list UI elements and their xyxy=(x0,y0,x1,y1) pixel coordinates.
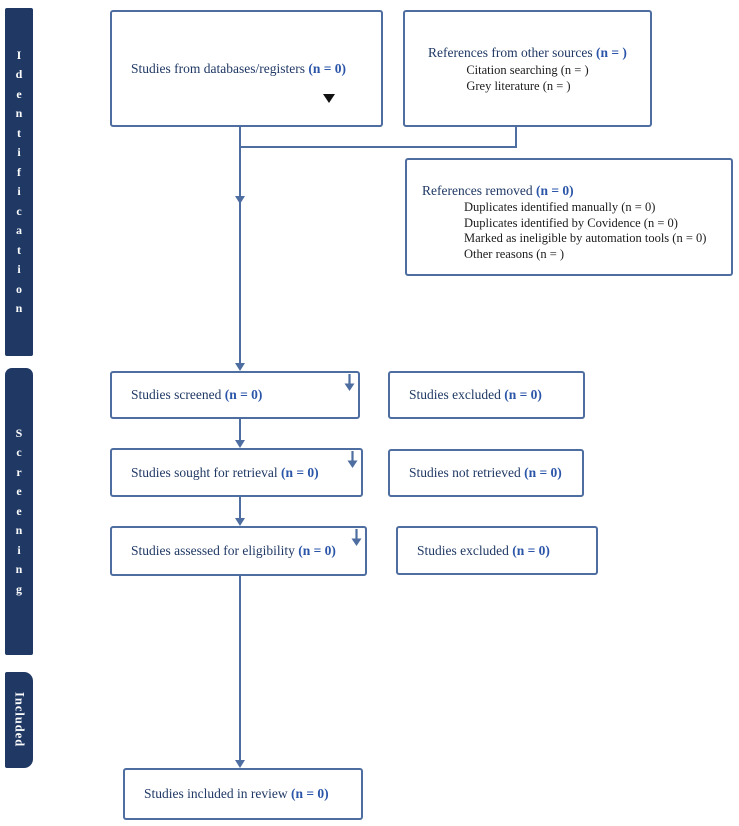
box-studies-assessed-eligibility: Studies assessed for eligibility (n = 0) xyxy=(110,526,367,576)
box-studies-excluded-screening: Studies excluded (n = 0) xyxy=(388,371,585,419)
box-studies-sought-retrieval-label: Studies sought for retrieval (n = 0) xyxy=(131,464,319,480)
connector-merge-horizontal xyxy=(238,145,517,148)
n-value: (n = 0) xyxy=(308,60,347,76)
stage-bar-included: Included xyxy=(5,672,33,768)
sub-item-grey-literature: Grey literature (n = ) xyxy=(466,78,571,93)
arrowhead-into-assessed xyxy=(234,518,245,526)
connector-screened-to-sought xyxy=(238,419,242,440)
box-studies-excluded-screening-label: Studies excluded (n = 0) xyxy=(409,387,542,402)
box-references-removed: References removed (n = 0) Duplicates id… xyxy=(405,158,733,276)
box-references-removed-label: References removed (n = 0) Duplicates id… xyxy=(407,160,731,262)
box-studies-included-review-label: Studies included in review (n = 0) xyxy=(144,786,329,801)
sub-item-duplicates-manual: Duplicates identified manually (n = 0) xyxy=(464,200,656,214)
sub-item-other-reasons: Other reasons (n = ) xyxy=(464,246,565,261)
n-value: (n = 0) xyxy=(512,542,550,558)
arrowhead-into-screened xyxy=(234,363,245,371)
sub-item-citation-searching: Citation searching (n = ) xyxy=(466,63,589,77)
down-hook-arrow-icon xyxy=(344,374,355,391)
down-hook-arrow-icon xyxy=(347,451,358,468)
box-studies-screened: Studies screened (n = 0) xyxy=(110,371,360,419)
sub-item-marked-ineligible: Marked as ineligible by automation tools… xyxy=(464,231,707,245)
box-studies-sought-retrieval: Studies sought for retrieval (n = 0) xyxy=(110,448,363,497)
n-value: (n = ) xyxy=(595,45,627,60)
connector-sought-to-assessed xyxy=(238,497,242,518)
arrowhead-into-included xyxy=(234,760,245,768)
connector-other-sources-stub xyxy=(514,127,518,148)
sub-item-duplicates-covidence: Duplicates identified by Covidence (n = … xyxy=(464,215,678,230)
arrowhead-mid xyxy=(234,196,245,204)
box-studies-excluded-eligibility: Studies excluded (n = 0) xyxy=(396,526,598,575)
arrowhead-into-sought xyxy=(234,440,245,448)
box-studies-not-retrieved: Studies not retrieved (n = 0) xyxy=(388,449,584,497)
box-studies-assessed-eligibility-label: Studies assessed for eligibility (n = 0) xyxy=(131,543,336,558)
n-value: (n = 0) xyxy=(535,183,574,198)
box-references-other-sources: References from other sources (n = ) Cit… xyxy=(403,10,652,127)
n-value: (n = 0) xyxy=(504,387,542,402)
box-studies-excluded-eligibility-label: Studies excluded (n = 0) xyxy=(417,542,550,558)
n-value: (n = 0) xyxy=(524,465,562,480)
box-references-other-sources-label: References from other sources (n = ) Cit… xyxy=(428,45,627,93)
down-hook-arrow-icon xyxy=(351,529,362,546)
n-value: (n = 0) xyxy=(280,464,319,480)
n-value: (n = 0) xyxy=(224,387,263,402)
n-value: (n = 0) xyxy=(290,786,329,801)
connector-assessed-to-included xyxy=(238,576,242,760)
stage-label-included: Included xyxy=(12,692,27,748)
box-studies-screened-label: Studies screened (n = 0) xyxy=(131,387,263,402)
box-studies-from-databases: Studies from databases/registers (n = 0) xyxy=(110,10,383,127)
box-studies-not-retrieved-label: Studies not retrieved (n = 0) xyxy=(409,465,562,480)
dropdown-triangle-icon xyxy=(323,94,335,103)
connector-databases-to-screened xyxy=(238,127,242,363)
box-studies-from-databases-label: Studies from databases/registers (n = 0) xyxy=(131,60,347,76)
n-value: (n = 0) xyxy=(298,543,336,558)
box-studies-included-review: Studies included in review (n = 0) xyxy=(123,768,363,820)
